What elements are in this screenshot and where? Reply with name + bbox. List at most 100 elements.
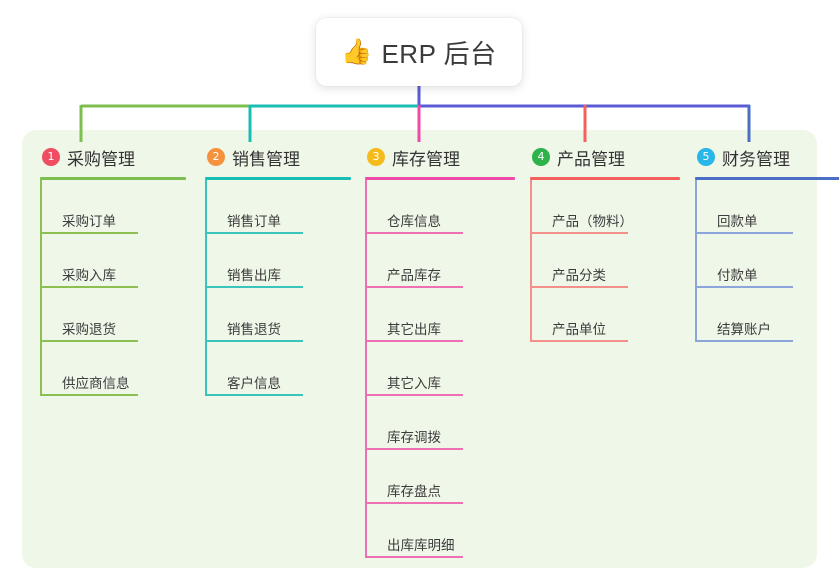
list-item[interactable]: 付款单 <box>695 234 839 288</box>
column-items: 仓库信息产品库存其它出库其它入库库存调拨库存盘点出库库明细 <box>365 180 515 558</box>
list-item[interactable]: 客户信息 <box>205 342 351 396</box>
list-item-underline <box>40 232 138 234</box>
list-item[interactable]: 库存调拨 <box>365 396 515 450</box>
list-item-underline <box>40 394 138 396</box>
list-item-underline <box>365 556 463 558</box>
list-item-label: 采购退货 <box>62 322 116 338</box>
list-item[interactable]: 回款单 <box>695 180 839 234</box>
list-item-underline <box>695 286 793 288</box>
column-header[interactable]: 5 财务管理 <box>695 143 839 171</box>
list-item[interactable]: 采购退货 <box>40 288 186 342</box>
column-库存管理: 3 库存管理仓库信息产品库存其它出库其它入库库存调拨库存盘点出库库明细 <box>365 143 515 558</box>
branch-spine <box>205 180 207 396</box>
list-item-label: 销售出库 <box>227 268 281 284</box>
list-item-underline <box>365 448 463 450</box>
column-index-badge: 5 <box>697 148 715 166</box>
list-item[interactable]: 出库库明细 <box>365 504 515 558</box>
list-item[interactable]: 供应商信息 <box>40 342 186 396</box>
list-item-label: 产品（物料） <box>552 214 633 230</box>
column-财务管理: 5 财务管理回款单付款单结算账户 <box>695 143 839 342</box>
column-items: 销售订单销售出库销售退货客户信息 <box>205 180 351 396</box>
column-header[interactable]: 3 库存管理 <box>365 143 515 171</box>
column-underline <box>365 177 515 180</box>
branch-spine <box>530 180 532 342</box>
list-item-underline <box>205 394 303 396</box>
root-node-card[interactable]: 👍 ERP 后台 <box>316 18 522 86</box>
list-item[interactable]: 采购订单 <box>40 180 186 234</box>
column-title: 财务管理 <box>722 149 790 169</box>
list-item[interactable]: 产品库存 <box>365 234 515 288</box>
branch-spine <box>695 180 697 342</box>
list-item-underline <box>205 340 303 342</box>
column-underline <box>695 177 839 180</box>
list-item-label: 其它入库 <box>387 376 441 392</box>
column-index-badge: 4 <box>532 148 550 166</box>
list-item-label: 其它出库 <box>387 322 441 338</box>
column-index-badge: 1 <box>42 148 60 166</box>
column-index-badge: 3 <box>367 148 385 166</box>
list-item-underline <box>365 286 463 288</box>
column-index-badge: 2 <box>207 148 225 166</box>
list-item-label: 供应商信息 <box>62 376 130 392</box>
list-item-label: 出库库明细 <box>387 538 455 554</box>
list-item[interactable]: 采购入库 <box>40 234 186 288</box>
list-item[interactable]: 其它出库 <box>365 288 515 342</box>
list-item-underline <box>40 340 138 342</box>
list-item[interactable]: 仓库信息 <box>365 180 515 234</box>
branch-spine <box>365 180 367 558</box>
branch-spine <box>40 180 42 396</box>
list-item-underline <box>365 394 463 396</box>
list-item-label: 结算账户 <box>717 322 771 338</box>
list-item-underline <box>695 340 793 342</box>
column-采购管理: 1 采购管理采购订单采购入库采购退货供应商信息 <box>40 143 186 396</box>
column-items: 采购订单采购入库采购退货供应商信息 <box>40 180 186 396</box>
list-item-label: 销售退货 <box>227 322 281 338</box>
column-产品管理: 4 产品管理产品（物料） 产品分类产品单位 <box>530 143 680 342</box>
list-item-underline <box>205 232 303 234</box>
diagram-panel-background <box>22 130 817 568</box>
list-item[interactable]: 产品（物料） <box>530 180 680 234</box>
column-销售管理: 2 销售管理销售订单销售出库销售退货客户信息 <box>205 143 351 396</box>
column-title: 产品管理 <box>557 149 625 169</box>
list-item-underline <box>365 502 463 504</box>
column-header[interactable]: 2 销售管理 <box>205 143 351 171</box>
list-item[interactable]: 结算账户 <box>695 288 839 342</box>
list-item[interactable]: 库存盘点 <box>365 450 515 504</box>
list-item-label: 客户信息 <box>227 376 281 392</box>
list-item-underline <box>530 340 628 342</box>
column-items: 回款单付款单结算账户 <box>695 180 839 342</box>
list-item-underline <box>365 232 463 234</box>
list-item[interactable]: 其它入库 <box>365 342 515 396</box>
list-item[interactable]: 产品分类 <box>530 234 680 288</box>
list-item[interactable]: 销售出库 <box>205 234 351 288</box>
column-items: 产品（物料） 产品分类产品单位 <box>530 180 680 342</box>
list-item-label: 产品单位 <box>552 322 606 338</box>
list-item-underline <box>365 340 463 342</box>
column-header[interactable]: 4 产品管理 <box>530 143 680 171</box>
list-item-underline <box>695 232 793 234</box>
list-item-underline <box>205 286 303 288</box>
column-underline <box>40 177 186 180</box>
list-item-label: 销售订单 <box>227 214 281 230</box>
list-item[interactable]: 销售退货 <box>205 288 351 342</box>
column-underline <box>205 177 351 180</box>
list-item-label: 库存调拨 <box>387 430 441 446</box>
list-item-underline <box>40 286 138 288</box>
list-item-label: 产品库存 <box>387 268 441 284</box>
list-item-label: 采购入库 <box>62 268 116 284</box>
column-header[interactable]: 1 采购管理 <box>40 143 186 171</box>
list-item-label: 回款单 <box>717 214 758 230</box>
column-title: 采购管理 <box>67 149 135 169</box>
list-item[interactable]: 销售订单 <box>205 180 351 234</box>
list-item[interactable]: 产品单位 <box>530 288 680 342</box>
list-item-label: 产品分类 <box>552 268 606 284</box>
column-title: 销售管理 <box>232 149 300 169</box>
list-item-label: 库存盘点 <box>387 484 441 500</box>
thumbs-up-icon: 👍 <box>341 37 373 66</box>
list-item-label: 仓库信息 <box>387 214 441 230</box>
list-item-label: 付款单 <box>717 268 758 284</box>
list-item-underline <box>530 286 628 288</box>
column-title: 库存管理 <box>392 149 460 169</box>
page-title: ERP 后台 <box>381 38 497 69</box>
